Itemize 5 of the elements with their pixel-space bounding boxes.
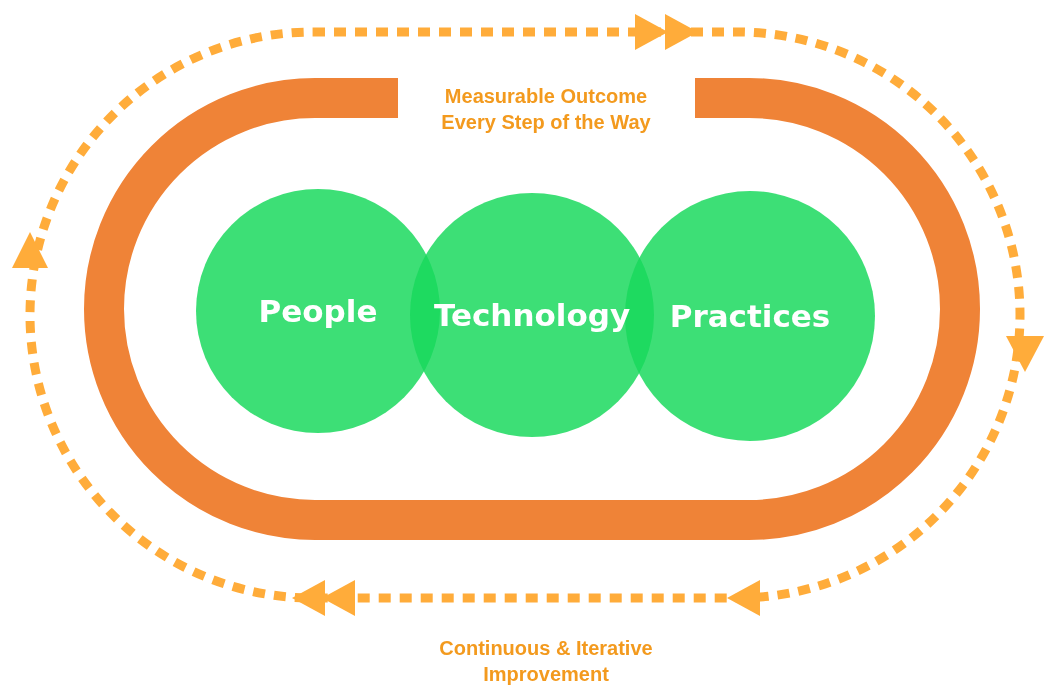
improvement-caption: Continuous & Iterative Improvement [438,636,654,687]
circle-label: Practices [669,298,831,334]
outcome-caption: Measurable Outcome Every Step of the Way [440,84,652,135]
circle-label: People [258,293,378,329]
circle-label: Technology [433,297,631,333]
